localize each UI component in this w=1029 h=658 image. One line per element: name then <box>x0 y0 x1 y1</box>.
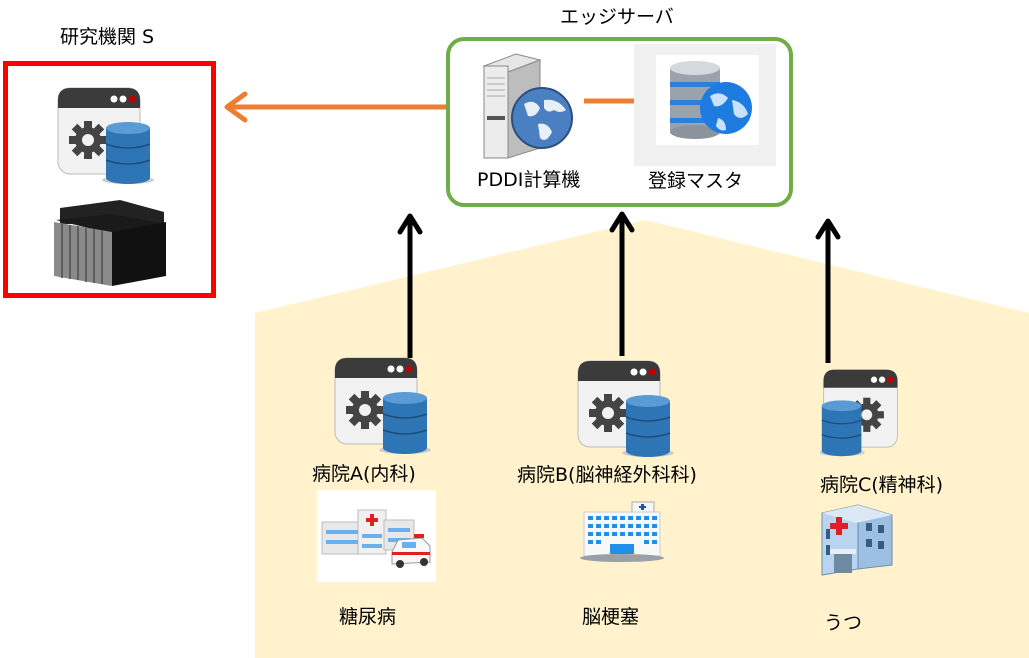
research-institute-label: 研究機関 S <box>60 26 155 48</box>
web-server-globe-icon <box>482 53 573 159</box>
hospital-b-label: 病院B(脳神経外科科) <box>517 464 697 486</box>
hospital-a-disease-label: 糖尿病 <box>339 606 397 628</box>
hospital-b-app-database-icon <box>577 360 674 457</box>
pddi-computer-label: PDDI計算機 <box>477 169 581 191</box>
registry-master-label: 登録マスタ <box>648 170 744 192</box>
hospital-a-app-database-icon <box>334 357 431 454</box>
hospital-c-disease-label: うつ <box>824 612 863 634</box>
app-database-icon <box>57 87 154 184</box>
hospital-c-upload-arrow <box>815 218 841 363</box>
storage-server-icon <box>54 200 166 286</box>
hospital-building-icon <box>580 501 664 562</box>
edge-to-research-arrow <box>224 91 450 123</box>
hospital-c-app-database-icon <box>820 369 898 457</box>
hospital-ambulance-icon <box>321 509 431 568</box>
hospital-c-label: 病院C(精神科) <box>820 474 944 496</box>
hospital-b-upload-arrow <box>609 211 635 356</box>
hospital-a-upload-arrow <box>397 213 423 358</box>
database-globe-icon <box>670 61 752 139</box>
clinic-building-icon <box>821 504 893 576</box>
hospital-b-disease-label: 脳梗塞 <box>582 606 640 628</box>
edge-server-label: エッジサーバ <box>560 6 674 28</box>
pddi-registry-connector <box>584 98 634 104</box>
hospital-a-label: 病院A(内科) <box>312 463 416 485</box>
